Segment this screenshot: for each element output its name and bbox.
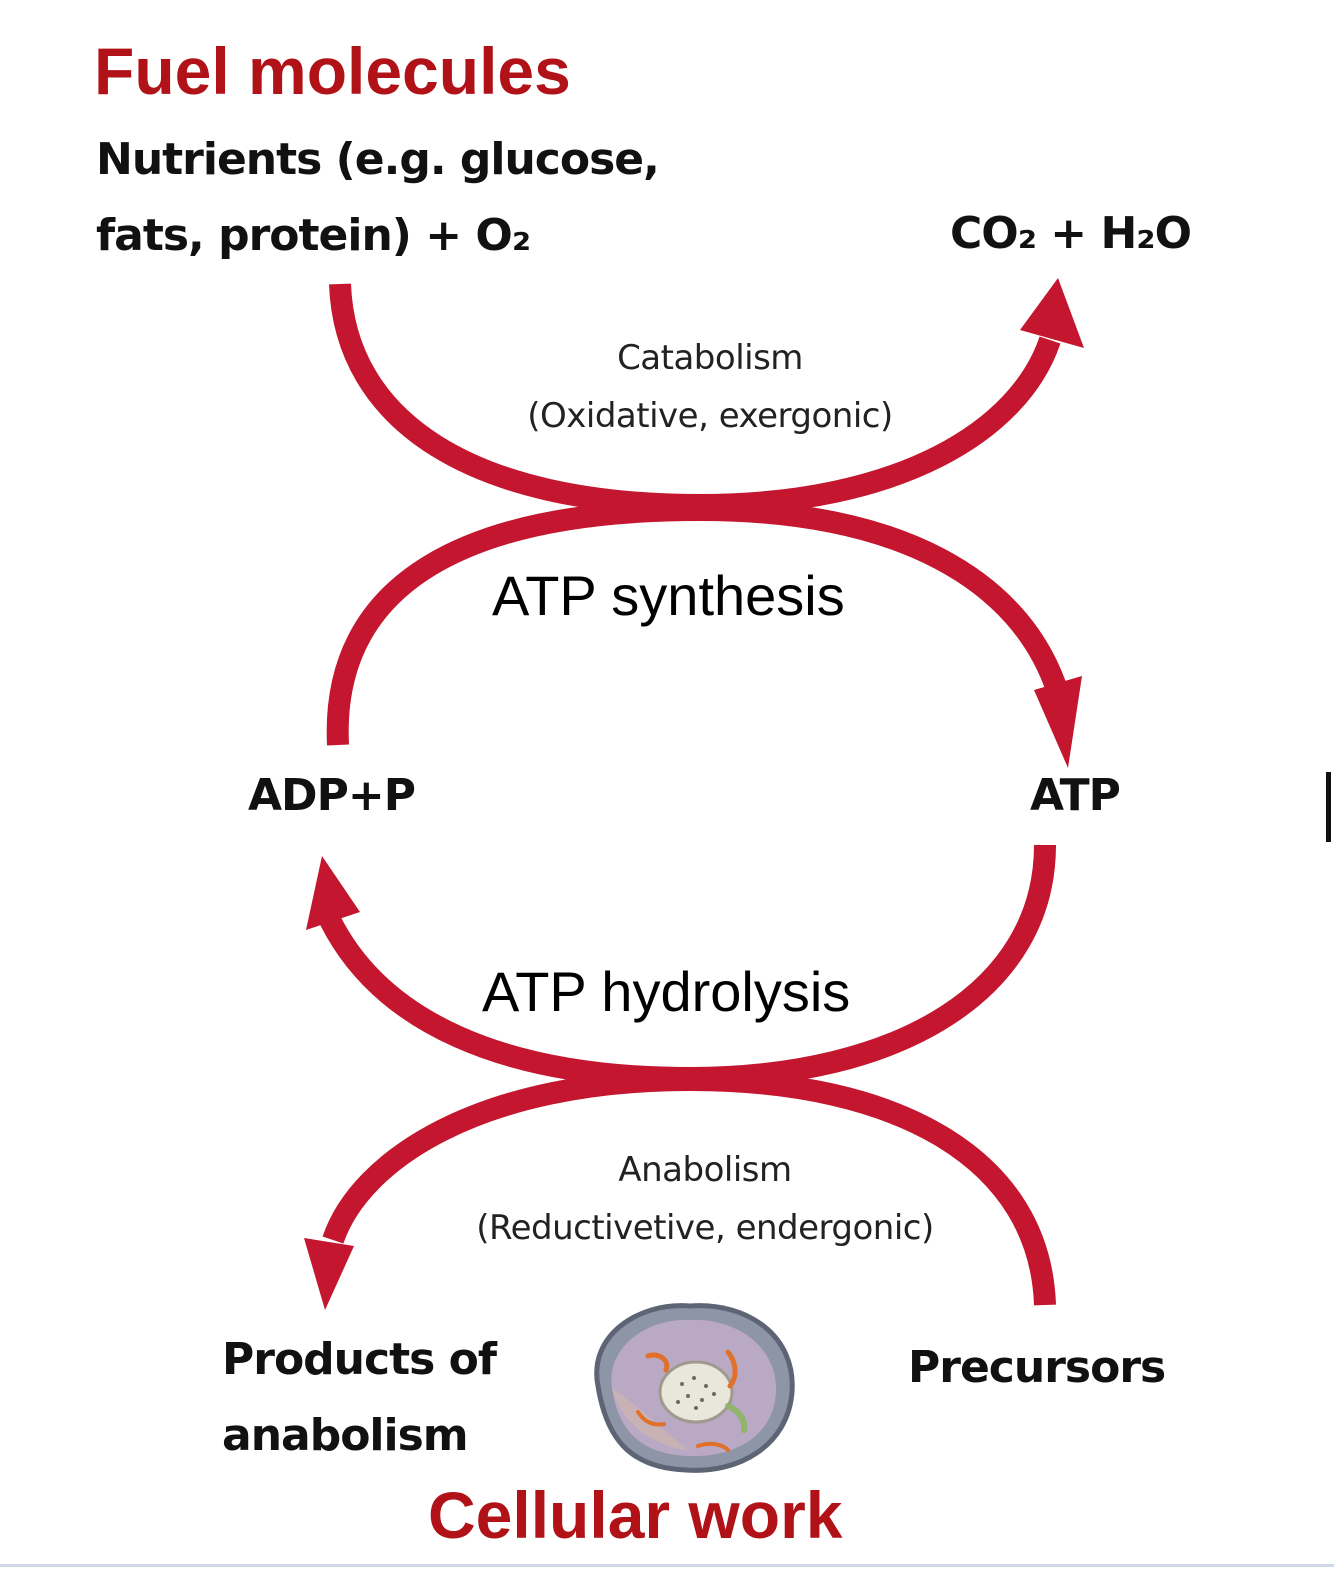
fuel-molecules-title: Fuel molecules: [94, 34, 571, 108]
anabolism-arrow: [322, 1068, 1056, 1306]
catabolism-description: (Oxidative, exergonic): [527, 395, 893, 436]
atp-synthesis-arrow: [326, 498, 1068, 746]
cellular-work-title: Cellular work: [428, 1478, 843, 1552]
adp-p-label: ADP+P: [248, 770, 416, 821]
anabolism-arrowhead: [304, 1238, 354, 1310]
cell-illustration: [578, 1296, 802, 1476]
edge-mark: [1326, 772, 1331, 842]
products-of-anabolism-line2: anabolism: [222, 1410, 469, 1461]
nutrients-label-line1: Nutrients (e.g. glucose,: [96, 134, 660, 185]
atp-synthesis-label: ATP synthesis: [492, 564, 845, 627]
atp-synthesis-arrowhead: [1034, 676, 1082, 768]
co2-h2o-label: CO₂ + H₂O: [950, 208, 1192, 259]
precursors-label: Precursors: [908, 1342, 1166, 1393]
catabolism-name: Catabolism: [617, 338, 803, 378]
nutrients-label-line2: fats, protein) + O₂: [96, 210, 531, 261]
catabolism-arrowhead: [1020, 278, 1084, 348]
bottom-rule: [0, 1564, 1334, 1567]
catabolism-label: Catabolism (Oxidative, exergonic): [460, 330, 960, 446]
anabolism-name: Anabolism: [618, 1150, 792, 1190]
products-of-anabolism-line1: Products of: [222, 1334, 497, 1385]
atp-label: ATP: [1030, 770, 1121, 821]
atp-hydrolysis-label: ATP hydrolysis: [482, 960, 851, 1023]
anabolism-description: (Reductivetive, endergonic): [476, 1207, 934, 1248]
atp-hydrolysis-arrowhead: [306, 856, 360, 930]
anabolism-label: Anabolism (Reductivetive, endergonic): [400, 1142, 1010, 1258]
